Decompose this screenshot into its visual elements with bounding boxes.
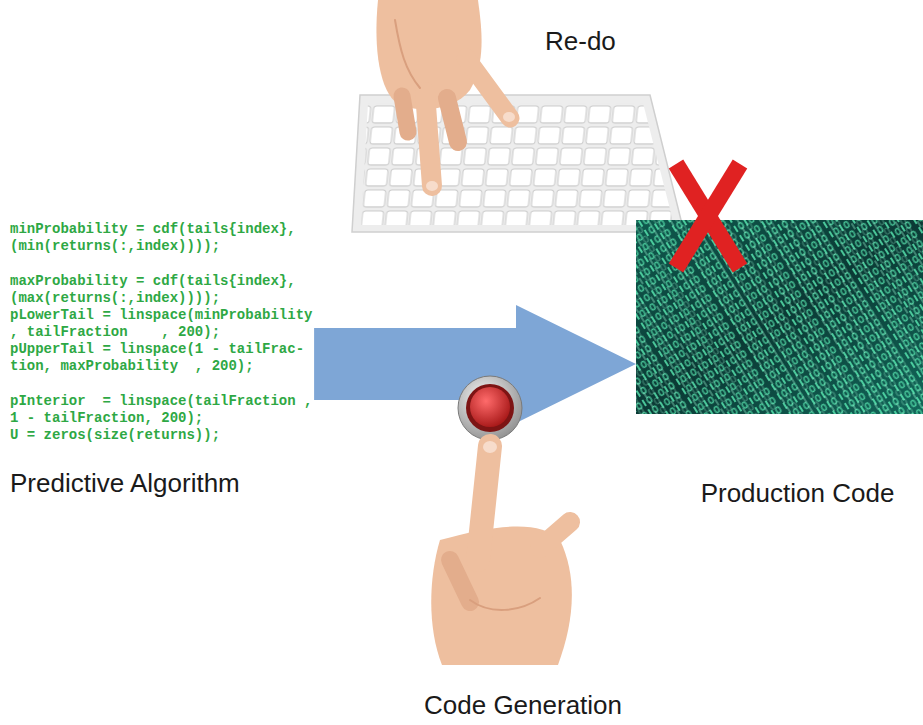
step-label: Code Generation [424,690,622,720]
production-code-image: Production Code [636,220,923,508]
code-statement: U = zeros(size(returns)); [10,427,314,444]
pressing-hand [431,441,572,665]
step-label: Re-do [545,26,616,56]
binary-code-image [636,220,923,414]
code-statement: pInterior = linspace(tailFraction , 1 - … [10,393,314,427]
typing-hand [376,0,515,191]
code-statement: maxProbability = cdf(tails{index}, (max(… [10,273,314,307]
node-caption: Production Code [636,478,923,508]
code-statement: pUpperTail = linspace(1 - tailFrac- tion… [10,341,314,375]
push-button [458,376,522,440]
code-statement: minProbability = cdf(tails{index}, (min(… [10,221,314,255]
node-caption: Predictive Algorithm [10,468,314,498]
red-cross [676,164,740,268]
code-statement: pLowerTail = linspace(minProbability , t… [10,307,314,341]
algorithm-code-block: minProbability = cdf(tails{index}, (min(… [10,221,314,498]
